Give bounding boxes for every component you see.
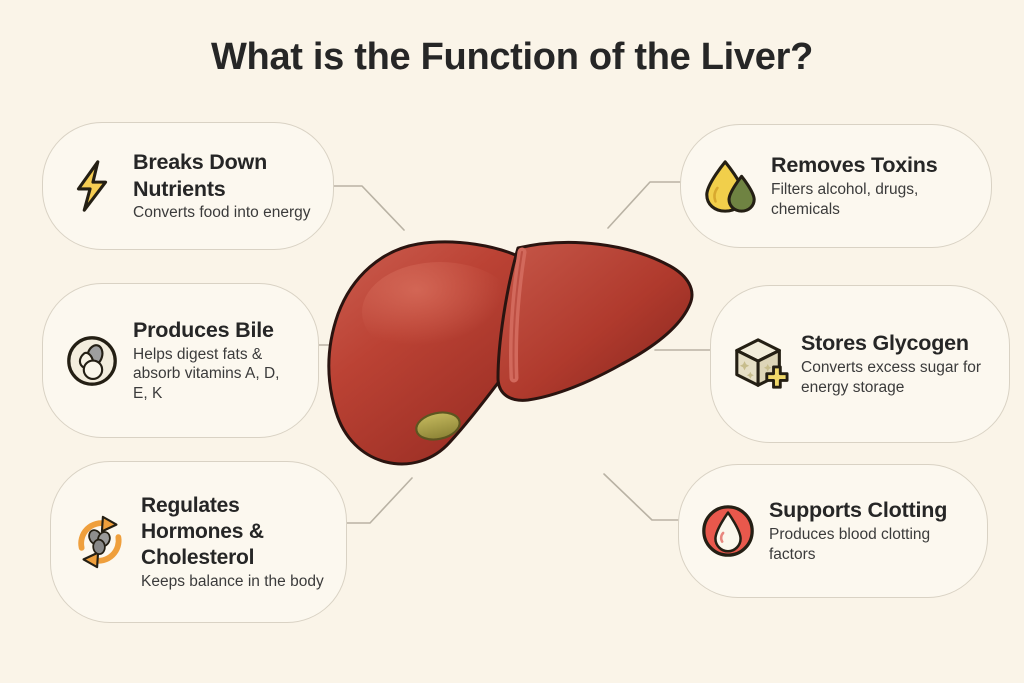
card-regulates-hormones[interactable]: Regulates Hormones & Cholesterol Keeps b… bbox=[50, 461, 347, 623]
card-title: Removes Toxins bbox=[771, 153, 938, 178]
card-text: Produces Bile Helps digest fats & absorb… bbox=[133, 317, 298, 404]
card-description: Keeps balance in the body bbox=[141, 572, 324, 590]
bile-droplet-circle-icon bbox=[61, 330, 123, 392]
card-removes-toxins[interactable]: Removes Toxins Filters alcohol, drugs, c… bbox=[680, 124, 992, 248]
card-text: Removes Toxins Filters alcohol, drugs, c… bbox=[771, 152, 971, 219]
falciform-ligament-shade bbox=[512, 251, 523, 379]
recycle-arrows-icon bbox=[69, 511, 131, 573]
card-title: Produces Bile bbox=[133, 317, 274, 342]
card-title: Breaks Down Nutrients bbox=[133, 149, 268, 201]
blood-drop-circle-icon bbox=[697, 500, 759, 562]
card-title: Regulates Hormones & Cholesterol bbox=[141, 493, 264, 569]
connector-breaks-down-nutrients bbox=[333, 185, 405, 231]
card-description: Helps digest fats & absorb vitamins A, D… bbox=[133, 345, 280, 403]
card-description: Converts excess sugar for energy storage bbox=[801, 359, 982, 396]
card-description: Filters alcohol, drugs, chemicals bbox=[771, 181, 919, 218]
card-text: Regulates Hormones & Cholesterol Keeps b… bbox=[141, 493, 326, 592]
card-breaks-down-nutrients[interactable]: Breaks Down Nutrients Converts food into… bbox=[42, 122, 334, 250]
connector-supports-clotting bbox=[603, 473, 679, 521]
liver-highlight bbox=[362, 262, 518, 362]
card-description: Produces blood clotting factors bbox=[769, 526, 931, 563]
page-title: What is the Function of the Liver? bbox=[210, 36, 813, 78]
card-supports-clotting[interactable]: Supports Clotting Produces blood clottin… bbox=[678, 464, 988, 598]
card-text: Breaks Down Nutrients Converts food into… bbox=[133, 149, 313, 223]
card-title: Stores Glycogen bbox=[801, 331, 969, 356]
connector-removes-toxins bbox=[607, 181, 681, 229]
card-stores-glycogen[interactable]: Stores Glycogen Converts excess sugar fo… bbox=[710, 285, 1010, 443]
liver-anatomy-illustration bbox=[327, 240, 694, 466]
two-droplets-icon bbox=[699, 155, 761, 217]
lightning-bolt-icon bbox=[61, 155, 123, 217]
card-description: Converts food into energy bbox=[133, 204, 311, 222]
connector-regulates-hormones bbox=[346, 477, 413, 524]
right-lobe bbox=[496, 240, 694, 402]
sugar-cube-plus-icon bbox=[729, 333, 791, 395]
card-text: Stores Glycogen Converts excess sugar fo… bbox=[801, 330, 989, 397]
card-title: Supports Clotting bbox=[769, 498, 948, 523]
gallbladder bbox=[415, 411, 461, 441]
card-text: Supports Clotting Produces blood clottin… bbox=[769, 497, 967, 564]
card-produces-bile[interactable]: Produces Bile Helps digest fats & absorb… bbox=[42, 283, 319, 438]
